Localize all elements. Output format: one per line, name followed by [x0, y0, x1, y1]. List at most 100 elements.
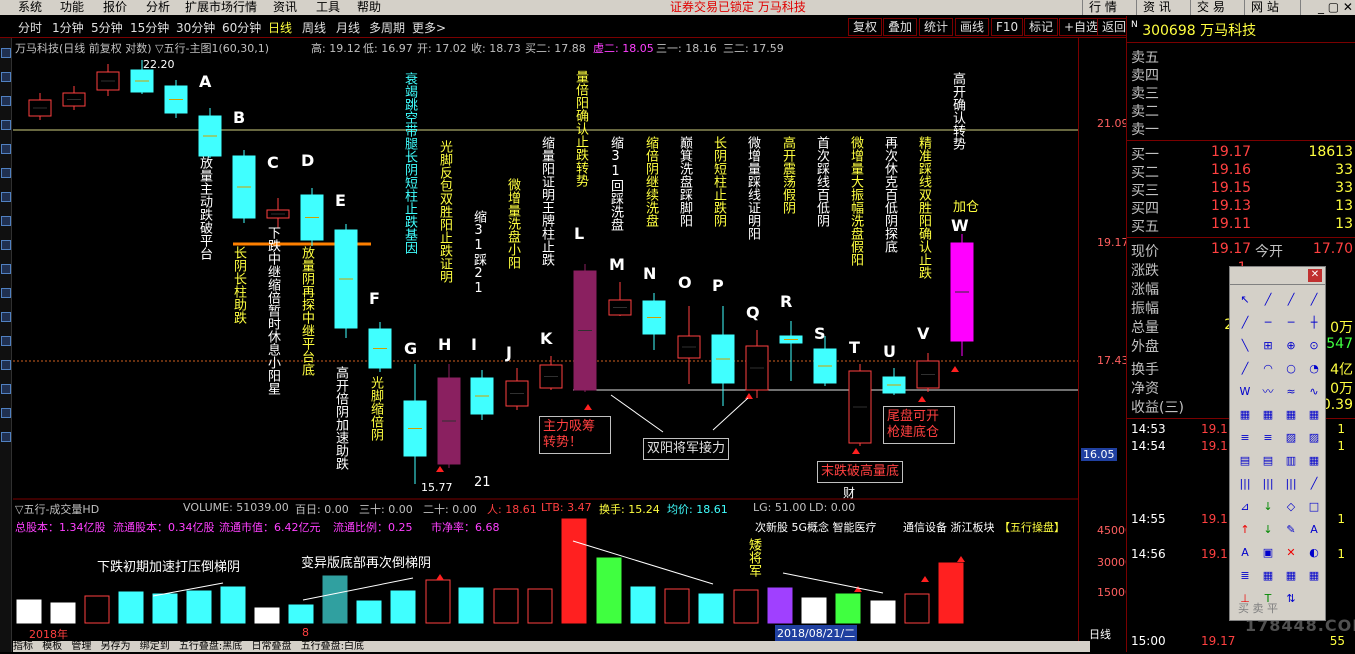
- drawing-tool-icon[interactable]: ▦: [1308, 408, 1320, 421]
- drawing-tool-icon[interactable]: ▦: [1308, 454, 1320, 467]
- drawing-tool-icon[interactable]: 〰: [1262, 385, 1274, 398]
- tab-fenshi[interactable]: 分时: [18, 21, 43, 35]
- tab-save-as[interactable]: 另存为: [100, 641, 131, 652]
- drawing-tool-icon[interactable]: ↖: [1240, 293, 1250, 306]
- nav-info-button[interactable]: 资 讯: [1136, 0, 1177, 15]
- tool-icon[interactable]: [1, 288, 11, 298]
- tab-manage[interactable]: 管理: [71, 641, 92, 652]
- nav-site-button[interactable]: 网 站: [1244, 0, 1285, 15]
- tab-5min[interactable]: 5分钟: [91, 21, 123, 35]
- drawing-tool-icon[interactable]: ⊞: [1263, 339, 1273, 352]
- drawing-tool-icon[interactable]: ▣: [1262, 546, 1274, 559]
- drawing-tool-icon[interactable]: ╲: [1241, 339, 1249, 352]
- tool-icon[interactable]: [1, 216, 11, 226]
- f10-button[interactable]: F10: [991, 18, 1024, 36]
- menu-tools[interactable]: 工具: [316, 0, 341, 14]
- drawing-tool-icon[interactable]: [1305, 590, 1323, 608]
- kline-chart-area[interactable]: 万马科技(日线 前复权 对数) ▽五行-主图1(60,30,1) 高: 19.1…: [13, 38, 1090, 652]
- drawing-tool-icon[interactable]: ◐: [1309, 546, 1319, 559]
- tab-wuxing-black[interactable]: 五行叠盘:黑底: [178, 641, 243, 652]
- drawing-tool-icon[interactable]: ◔: [1309, 362, 1319, 375]
- tool-icon[interactable]: [1, 240, 11, 250]
- drawing-tool-icon[interactable]: |||: [1285, 477, 1297, 490]
- drawing-tool-icon[interactable]: ⊿: [1240, 500, 1250, 513]
- tool-icon[interactable]: [1, 408, 11, 418]
- nav-quote-button[interactable]: 行 情: [1082, 0, 1123, 15]
- drawing-tool-icon[interactable]: A: [1241, 546, 1249, 559]
- drawing-tool-icon[interactable]: ⊕: [1286, 339, 1296, 352]
- tool-icon[interactable]: [1, 48, 11, 58]
- drawing-tool-icon[interactable]: ▨: [1285, 431, 1297, 444]
- drawing-tool-icon[interactable]: ╱: [1287, 293, 1295, 306]
- drawing-tool-icon[interactable]: ↓: [1263, 500, 1273, 513]
- tool-icon[interactable]: [1, 432, 11, 442]
- tab-60min[interactable]: 60分钟: [222, 21, 262, 35]
- drawing-tool-icon[interactable]: ╱: [1241, 316, 1249, 329]
- drawing-tool-icon[interactable]: ◇: [1286, 500, 1296, 513]
- menu-ext-market[interactable]: 扩展市场行情: [185, 0, 258, 14]
- drawing-tool-icon[interactable]: ◠: [1263, 362, 1273, 375]
- drawing-tool-icon[interactable]: ≣: [1240, 569, 1250, 582]
- tab-daily[interactable]: 日线: [268, 21, 293, 35]
- drawing-tool-icon[interactable]: ○: [1286, 362, 1296, 375]
- drawing-tool-icon[interactable]: ⇅: [1286, 592, 1296, 605]
- palette-titlebar[interactable]: [1230, 267, 1325, 285]
- drawing-tool-icon[interactable]: □: [1308, 500, 1320, 513]
- drawing-tool-icon[interactable]: ╱: [1310, 477, 1318, 490]
- drawing-tool-icon[interactable]: ∿: [1309, 385, 1319, 398]
- drawing-tool-icon[interactable]: ╱: [1264, 293, 1272, 306]
- drawing-tool-icon[interactable]: ≈: [1286, 385, 1296, 398]
- drawing-tool-icon[interactable]: ▤: [1239, 454, 1251, 467]
- drawing-tool-icon[interactable]: ≡: [1240, 431, 1250, 444]
- tool-icon[interactable]: [1, 360, 11, 370]
- menu-system[interactable]: 系统: [18, 0, 43, 14]
- drawing-tool-icon[interactable]: ╱: [1241, 362, 1249, 375]
- draw-line-button[interactable]: 画线: [955, 18, 990, 36]
- drawing-tool-icon[interactable]: ─: [1287, 316, 1295, 329]
- menu-analysis[interactable]: 分析: [146, 0, 171, 14]
- menu-quote[interactable]: 报价: [103, 0, 128, 14]
- drawing-tool-icon[interactable]: ▥: [1285, 454, 1297, 467]
- tool-icon[interactable]: [1, 96, 11, 106]
- drawing-tool-icon[interactable]: ─: [1264, 316, 1272, 329]
- tab-weekly[interactable]: 周线: [302, 21, 327, 35]
- tab-template[interactable]: 模板: [42, 641, 63, 652]
- tool-icon[interactable]: [1, 264, 11, 274]
- tab-daily-overlay[interactable]: 日常叠盘: [251, 641, 292, 652]
- drawing-tool-icon[interactable]: ↑: [1240, 523, 1250, 536]
- tab-indicator[interactable]: 指标: [13, 641, 33, 652]
- drawing-tool-icon[interactable]: |||: [1262, 477, 1274, 490]
- drawing-tool-icon[interactable]: ▦: [1285, 569, 1297, 582]
- close-icon[interactable]: ✕: [1308, 269, 1322, 282]
- drawing-tool-icon[interactable]: ▦: [1262, 569, 1274, 582]
- drawing-tool-palette[interactable]: ✕ ↖╱╱╱╱──┼╲⊞⊕⊙╱◠○◔W〰≈∿▦▦▦▦≡≡▨▨▤▤▥▦||||||…: [1229, 266, 1326, 621]
- tab-15min[interactable]: 15分钟: [130, 21, 170, 35]
- window-controls[interactable]: _ ▢ ✕: [1300, 0, 1355, 15]
- tool-icon[interactable]: [1, 312, 11, 322]
- tab-30min[interactable]: 30分钟: [176, 21, 216, 35]
- tab-bind-to[interactable]: 绑定到: [139, 641, 170, 652]
- drawing-tool-icon[interactable]: ▦: [1285, 408, 1297, 421]
- drawing-tool-icon[interactable]: ▦: [1262, 408, 1274, 421]
- menu-function[interactable]: 功能: [60, 0, 85, 14]
- tab-wuxing-white[interactable]: 五行叠盘:白底: [300, 641, 365, 652]
- drawing-tool-icon[interactable]: |||: [1239, 477, 1251, 490]
- tool-icon[interactable]: [1, 192, 11, 202]
- drawing-tool-icon[interactable]: ⊥: [1240, 592, 1250, 605]
- nav-trade-button[interactable]: 交 易: [1190, 0, 1231, 15]
- drawing-tool-icon[interactable]: ▦: [1239, 408, 1251, 421]
- drawing-tool-icon[interactable]: ▤: [1262, 454, 1274, 467]
- statistics-button[interactable]: 统计: [919, 18, 954, 36]
- tab-monthly[interactable]: 月线: [336, 21, 361, 35]
- tool-icon[interactable]: [1, 72, 11, 82]
- drawing-tool-icon[interactable]: ┼: [1310, 316, 1318, 329]
- drawing-tool-icon[interactable]: ▦: [1308, 569, 1320, 582]
- drawing-tool-icon[interactable]: A: [1310, 523, 1318, 536]
- tool-icon[interactable]: [1, 336, 11, 346]
- drawing-tool-icon[interactable]: ✎: [1286, 523, 1296, 536]
- tool-icon[interactable]: [1, 384, 11, 394]
- drawing-tool-icon[interactable]: T: [1264, 592, 1272, 605]
- menu-info[interactable]: 资讯: [273, 0, 298, 14]
- tool-icon[interactable]: [1, 168, 11, 178]
- drawing-tool-icon[interactable]: W: [1239, 385, 1251, 398]
